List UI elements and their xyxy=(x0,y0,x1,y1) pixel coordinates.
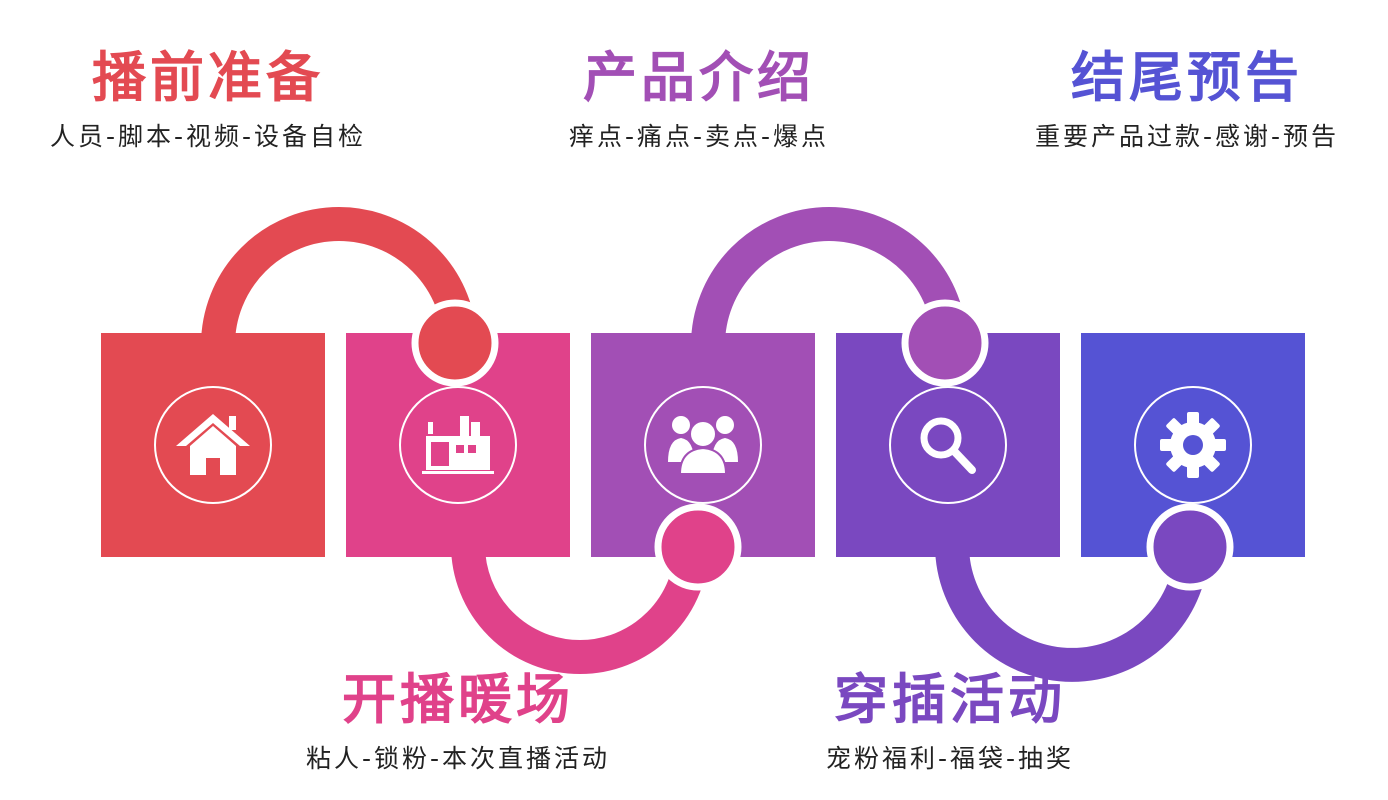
icon-ring-3 xyxy=(644,386,762,504)
connector-arc-3 xyxy=(691,207,967,346)
step-2-label: 开播暖场 粘人-锁粉-本次直播活动 xyxy=(236,668,680,776)
step-1-label: 播前准备 人员-脚本-视频-设备自检 xyxy=(0,46,416,154)
icon-ring-1 xyxy=(154,386,272,504)
step-1-subtitle: 人员-脚本-视频-设备自检 xyxy=(49,122,367,151)
step-5-subtitle: 重要产品过款-感谢-预告 xyxy=(1034,122,1340,151)
connector-knob-3 xyxy=(901,299,989,387)
connector-knob-4 xyxy=(1146,503,1234,591)
step-3-label: 产品介绍 痒点-痛点-卖点-爆点 xyxy=(494,46,904,154)
step-4-title: 穿插活动 xyxy=(834,668,1066,731)
search-icon xyxy=(920,417,976,474)
connector-knob-2 xyxy=(654,503,742,591)
factory-icon xyxy=(422,416,494,474)
step-4-label: 穿插活动 宠粉福利-福袋-抽奖 xyxy=(752,668,1148,776)
icon-ring-2 xyxy=(399,386,517,504)
connector-arc-1 xyxy=(201,207,477,346)
step-4-subtitle: 宠粉福利-福袋-抽奖 xyxy=(825,744,1075,773)
connector-knob-1 xyxy=(411,299,499,387)
step-2-subtitle: 粘人-锁粉-本次直播活动 xyxy=(305,744,611,773)
connector-arc-4 xyxy=(935,544,1209,682)
home-icon xyxy=(176,414,250,475)
step-5-label: 结尾预告 重要产品过款-感谢-预告 xyxy=(988,46,1386,154)
users-icon xyxy=(668,416,738,475)
step-1-title: 播前准备 xyxy=(92,46,324,109)
icon-ring-5 xyxy=(1134,386,1252,504)
step-3-subtitle: 痒点-痛点-卖点-爆点 xyxy=(568,122,830,151)
step-5-title: 结尾预告 xyxy=(1071,46,1303,109)
connector-arc-2 xyxy=(451,544,709,674)
icon-ring-4 xyxy=(889,386,1007,504)
step-3-title: 产品介绍 xyxy=(583,46,815,109)
step-2-title: 开播暖场 xyxy=(342,668,574,731)
gear-icon xyxy=(1160,412,1226,478)
